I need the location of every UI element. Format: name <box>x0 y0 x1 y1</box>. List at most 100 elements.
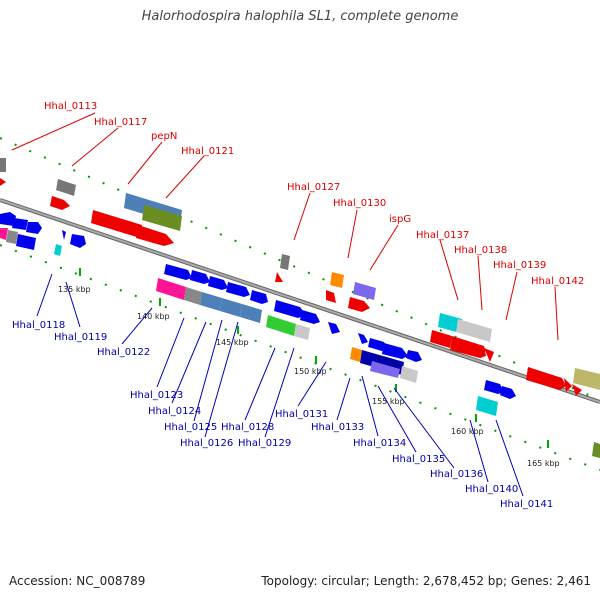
gene-block <box>450 336 486 358</box>
gene-block <box>484 348 494 362</box>
gene-label: ispG <box>389 214 411 225</box>
scale-ticks <box>79 268 549 448</box>
gene-label: Hhal_0117 <box>94 117 147 128</box>
gene-block <box>430 330 452 348</box>
gene-label: Hhal_0136 <box>430 469 483 480</box>
gene-block <box>156 278 186 300</box>
gene-label: Hhal_0140 <box>465 484 518 495</box>
gene-block <box>328 322 340 334</box>
gene-block <box>0 228 8 240</box>
gene-block <box>358 333 368 344</box>
gene-block <box>91 210 142 238</box>
scale-label: 135 kbp <box>58 285 91 294</box>
gene-block <box>142 205 182 231</box>
gene-block <box>370 361 400 378</box>
gene-block <box>382 343 408 359</box>
scale-label: 150 kbp <box>294 367 327 376</box>
gene-label: Hhal_0124 <box>148 406 201 417</box>
gene-label: Hhal_0130 <box>333 198 386 209</box>
gene-label: Hhal_0118 <box>12 320 65 331</box>
gene-block <box>572 384 582 396</box>
gene-block <box>190 270 210 284</box>
gene-block <box>200 292 222 311</box>
gene-label: Hhal_0133 <box>311 422 364 433</box>
gene-label: Hhal_0122 <box>97 347 150 358</box>
reverse-leader-lines <box>36 273 524 497</box>
gene-block <box>50 196 70 210</box>
gene-block <box>353 282 376 300</box>
gene-label: Hhal_0134 <box>353 438 406 449</box>
gene-label: Hhal_0138 <box>454 245 507 256</box>
map-title: Halorhodospira halophila SL1, complete g… <box>141 9 459 24</box>
gene-block <box>280 254 290 270</box>
gene-label: Hhal_0123 <box>130 390 183 401</box>
gene-label: pepN <box>151 131 177 142</box>
reverse-gene-labels: Hhal_0118 Hhal_0119 Hhal_0122 Hhal_0123 … <box>12 320 553 510</box>
dotted-guides <box>0 137 600 471</box>
gene-label: Hhal_0141 <box>500 499 553 510</box>
gene-label: Hhal_0139 <box>493 260 546 271</box>
gene-label: Hhal_0135 <box>392 454 445 465</box>
forward-gene-labels: Hhal_0113 Hhal_0117 pepN Hhal_0121 Hhal_… <box>44 101 584 287</box>
gene-block <box>62 230 66 240</box>
gene-block <box>70 234 86 248</box>
gene-block <box>330 272 344 288</box>
gene-block <box>526 367 566 390</box>
gene-label: Hhal_0127 <box>287 182 340 193</box>
gene-block <box>26 222 42 234</box>
gene-block <box>294 324 310 340</box>
gene-block <box>0 158 6 172</box>
forward-genes <box>0 158 600 396</box>
gene-block <box>500 386 516 399</box>
gene-block <box>456 319 492 342</box>
gene-block <box>226 282 250 297</box>
scale-label: 140 kbp <box>137 312 170 321</box>
gene-block <box>164 264 192 280</box>
gene-block <box>0 212 16 226</box>
gene-block <box>326 290 336 303</box>
gene-label: Hhal_0126 <box>180 438 233 449</box>
scale-label: 165 kbp <box>527 459 560 468</box>
gene-block <box>274 300 306 318</box>
gene-block <box>438 313 462 333</box>
gene-block <box>56 179 76 196</box>
gene-block <box>573 368 600 390</box>
scale-label: 155 kbp <box>372 397 405 406</box>
reverse-genes <box>0 212 600 458</box>
gene-block <box>54 244 62 256</box>
scale-label: 160 kbp <box>451 427 484 436</box>
gene-block <box>184 287 202 305</box>
gene-block <box>12 218 28 230</box>
gene-label: Hhal_0128 <box>221 422 274 433</box>
gene-block <box>300 310 320 324</box>
gene-block <box>220 298 242 317</box>
genome-summary-text: Topology: circular; Length: 2,678,452 bp… <box>261 574 591 588</box>
gene-block <box>6 230 18 244</box>
gene-label: Hhal_0113 <box>44 101 97 112</box>
accession-text: Accession: NC_008789 <box>9 574 146 588</box>
gene-block <box>0 178 6 186</box>
genome-backbone <box>0 198 600 404</box>
gene-block <box>406 350 422 362</box>
gene-block <box>564 378 572 392</box>
gene-label: Hhal_0137 <box>416 230 469 241</box>
gene-block <box>136 225 174 246</box>
gene-block <box>400 366 418 383</box>
gene-label: Hhal_0129 <box>238 438 291 449</box>
gene-block <box>240 304 262 323</box>
gene-label: Hhal_0131 <box>275 409 328 420</box>
gene-block <box>266 315 296 336</box>
gene-label: Hhal_0125 <box>164 422 217 433</box>
gene-block <box>592 442 600 458</box>
gene-block <box>208 276 228 290</box>
gene-label: Hhal_0121 <box>181 146 234 157</box>
gene-label: Hhal_0119 <box>54 332 107 343</box>
gene-block <box>484 380 504 394</box>
gene-block <box>476 396 498 416</box>
gene-block <box>368 338 388 351</box>
gene-label: Hhal_0142 <box>531 276 584 287</box>
gene-block <box>348 297 370 312</box>
gene-block <box>275 272 283 282</box>
gene-block <box>16 234 36 250</box>
